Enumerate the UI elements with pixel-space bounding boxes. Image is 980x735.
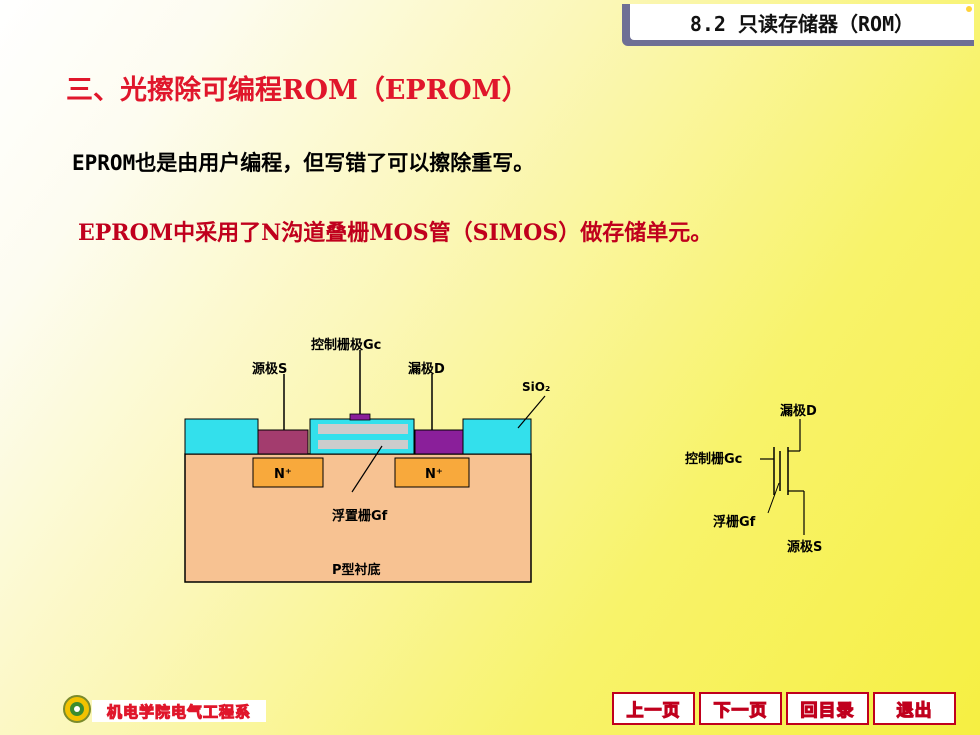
header-tab: 8.2 只读存储器（ROM） <box>622 4 974 46</box>
symbol-label-control-gate: 控制栅Gc <box>685 451 742 467</box>
section-title: 8.2 只读存储器（ROM） <box>630 4 974 40</box>
label-control-gate: 控制栅极Gc <box>311 337 381 353</box>
label-source: 源极S <box>252 361 287 377</box>
description-line-1: EPROM也是由用户编程，但写错了可以擦除重写。 <box>72 151 535 175</box>
school-logo-icon <box>63 695 91 723</box>
symbol-floating-gate-leader <box>767 482 780 514</box>
label-n-right: N⁺ <box>425 467 443 482</box>
simos-symbol: 漏极D 控制栅Gc 浮栅Gf 源极S <box>685 403 822 555</box>
next-page-button[interactable]: 下一页 <box>699 692 782 725</box>
page-title: 三、光擦除可编程ROM（EPROM） <box>66 75 529 106</box>
label-n-left: N⁺ <box>274 467 292 482</box>
prev-page-button[interactable]: 上一页 <box>612 692 695 725</box>
description-line-2: EPROM中采用了N沟道叠栅MOS管（SIMOS）做存储单元。 <box>78 220 713 246</box>
exit-button[interactable]: 退出 <box>873 692 956 725</box>
label-floating-gate: 浮置栅Gf <box>332 508 388 524</box>
symbol-label-floating-gate: 浮栅Gf <box>713 514 756 530</box>
navigation-bar: 上一页 下一页 回目录 退出 <box>612 692 956 725</box>
p-substrate <box>184 453 532 583</box>
oxide-leader <box>517 395 546 429</box>
label-substrate: P型衬底 <box>332 562 381 578</box>
symbol-label-drain: 漏极D <box>780 403 817 419</box>
symbol-label-source: 源极S <box>787 539 822 555</box>
oxide-left <box>184 418 259 455</box>
floating-gate-layer <box>318 440 408 449</box>
label-drain: 漏极D <box>408 361 445 377</box>
label-oxide: SiO₂ <box>522 380 550 394</box>
source-electrode <box>257 429 309 455</box>
gate-contact <box>349 413 371 421</box>
floating-gate-leader <box>351 445 383 493</box>
department-label: 机电学院电气工程系 <box>92 700 266 722</box>
simos-cross-section: 控制栅极Gc 源极S 漏极D SiO₂ N⁺ N⁺ 浮置栅Gf P型衬底 <box>184 337 550 583</box>
control-gate-layer <box>318 424 408 434</box>
oxide-right <box>462 418 532 455</box>
n-region-right <box>394 457 470 488</box>
drain-electrode <box>414 429 464 455</box>
corner-dot <box>966 6 972 12</box>
n-region-left <box>252 457 324 488</box>
toc-button[interactable]: 回目录 <box>786 692 869 725</box>
